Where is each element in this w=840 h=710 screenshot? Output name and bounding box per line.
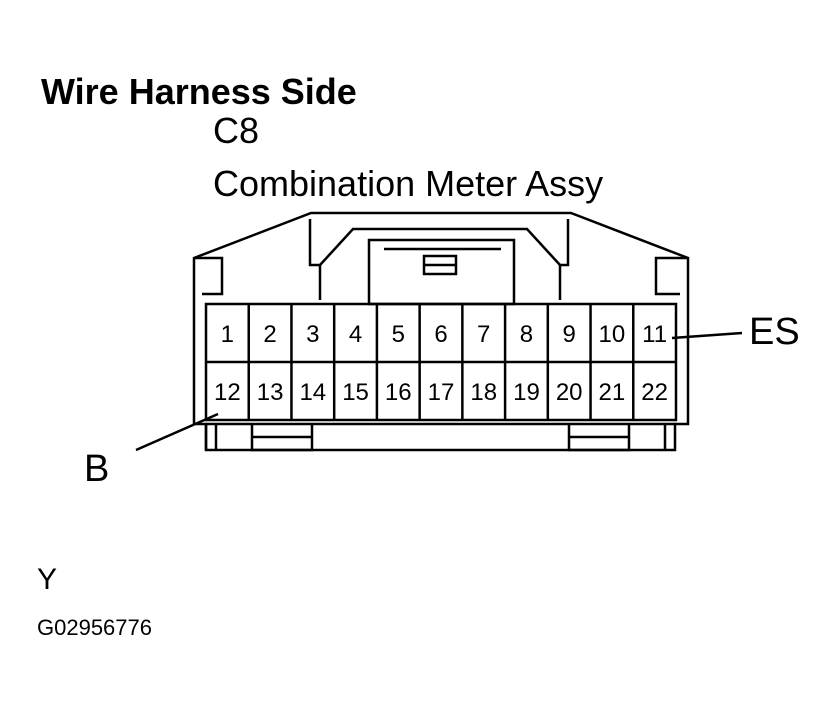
pin-number: 6 (434, 321, 447, 348)
diagram-title: Wire Harness Side (41, 71, 357, 112)
bottom-key-right (567, 424, 667, 452)
pin-number: 9 (563, 321, 576, 348)
pin-number: 20 (556, 379, 583, 406)
footer-code: Y (37, 563, 58, 596)
pin-number: 18 (470, 379, 497, 406)
left-shoulder (308, 219, 322, 300)
pin-number: 19 (513, 379, 540, 406)
pin-number: 22 (641, 379, 668, 406)
lock-housing (319, 227, 561, 266)
pin-number: 5 (392, 321, 405, 348)
pin-number: 7 (477, 321, 490, 348)
pin-number: 21 (599, 379, 626, 406)
pin-number: 16 (385, 379, 412, 406)
pin-number: 14 (299, 379, 326, 406)
pin-number: 17 (428, 379, 455, 406)
figure-id: G02956776 (37, 615, 152, 640)
pin-number: 11 (642, 321, 667, 348)
pin-number: 2 (263, 321, 276, 348)
pin-number: 13 (257, 379, 284, 406)
callout-b-label: B (84, 448, 110, 490)
pin-number: 15 (342, 379, 369, 406)
pin-number: 8 (520, 321, 533, 348)
pin-number: 1 (221, 321, 234, 348)
pin-number: 3 (306, 321, 319, 348)
pin-number: 4 (349, 321, 362, 348)
es-leader (671, 331, 743, 340)
b-leader (135, 412, 219, 452)
right-shoulder (558, 219, 570, 300)
pin-number: 12 (214, 379, 241, 406)
connector-name: Combination Meter Assy (213, 163, 604, 204)
right-notch (654, 256, 688, 296)
bottom-key-left (204, 424, 314, 452)
connector-id: C8 (213, 110, 260, 151)
left-notch (194, 256, 224, 296)
pin-number: 10 (599, 321, 626, 348)
callout-es-label: ES (749, 311, 800, 353)
